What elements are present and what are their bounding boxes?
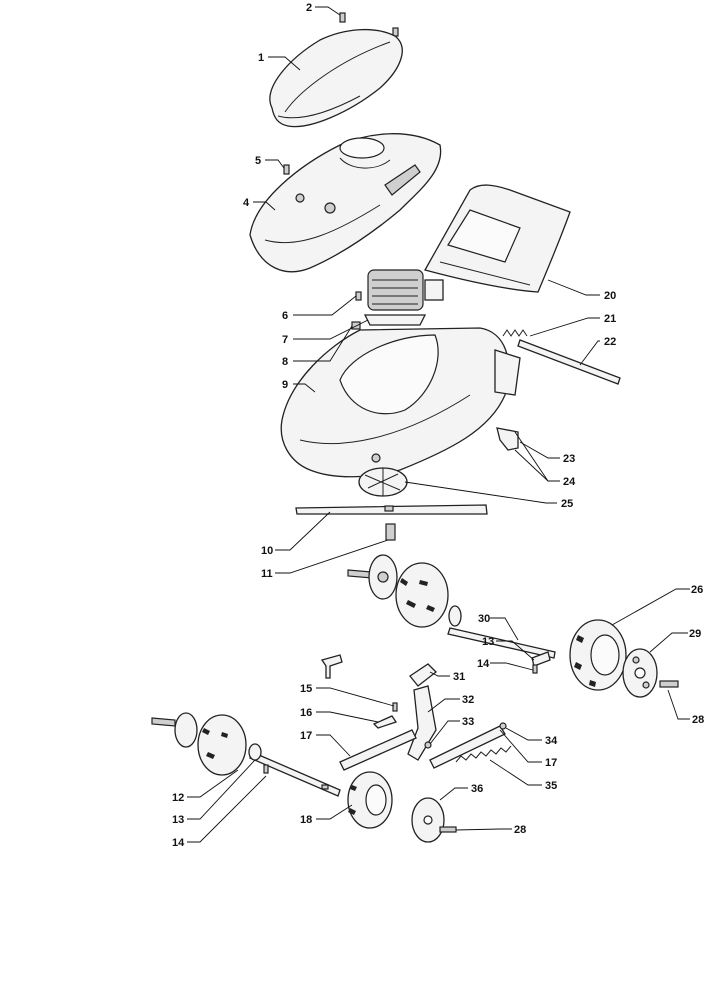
label-34: 34 [545,735,558,747]
label-14-upper: 14 [477,658,490,670]
label-8: 8 [282,356,288,368]
part-12-wheel [197,714,247,776]
part-17-link-right [429,725,506,769]
label-9: 9 [282,379,288,391]
lower-axle [248,743,341,797]
front-wheel-axle-left [347,554,398,600]
label-26: 26 [691,584,703,596]
part-23-24-brackets [496,427,519,451]
part-31-lever-knob [409,663,437,687]
part-4-upper-cover [249,133,442,273]
leader-lines [187,6,690,843]
lower-axle-pin [151,717,176,727]
part-10-blade [295,504,488,515]
part-16-bracket [372,715,398,729]
part-32-lever-arm [407,685,437,761]
part-20-grass-bag-cover [424,184,571,293]
part-5-screw [283,164,290,175]
label-17-left: 17 [300,730,312,742]
label-13-lower: 13 [172,814,184,826]
label-1: 1 [258,52,264,64]
label-36: 36 [471,783,483,795]
label-23: 23 [563,453,575,465]
label-17-right: 17 [545,757,557,769]
label-6: 6 [282,310,288,322]
label-29: 29 [689,628,701,640]
part-6-motor [363,269,444,326]
label-14-lower: 14 [172,837,185,849]
part-26-rear-wheel [569,619,627,691]
lower-left-hub [174,712,198,748]
label-15: 15 [300,683,312,695]
label-25: 25 [561,498,573,510]
clip-part [320,654,343,679]
label-16: 16 [300,707,312,719]
part-9-deck [280,327,521,478]
label-30: 30 [478,613,490,625]
label-11: 11 [261,568,273,580]
part-25-fan [358,467,408,497]
label-2: 2 [306,2,312,14]
label-31: 31 [453,671,465,683]
part-15-screw [392,702,398,712]
part-34-pin [499,722,507,730]
label-32: 32 [462,694,474,706]
label-20: 20 [604,290,616,302]
part-33-pin [424,741,432,749]
label-18: 18 [300,814,312,826]
part-35-spring [455,745,512,763]
part-11-bolt [385,523,396,541]
part-7-screw [355,291,362,301]
part-29-hubcap [622,648,658,698]
part-28-bolt-lower [439,826,457,833]
part-13-14-upper [531,651,551,674]
label-4: 4 [243,197,250,209]
part-36-hubcap [411,797,445,843]
label-7: 7 [282,334,288,346]
part-18-wheel [347,771,393,829]
label-5: 5 [255,155,261,167]
label-12: 12 [172,792,184,804]
part-30-axle [447,605,556,659]
part-labels: 2 1 5 4 20 6 21 7 22 8 9 23 24 25 10 11 … [172,2,704,849]
label-35: 35 [545,780,557,792]
front-wheel-left [395,562,449,628]
part-22-rod [517,339,621,385]
part-21-spring [502,329,528,337]
label-33: 33 [462,716,474,728]
label-24: 24 [563,476,576,488]
part-1-top-cover [269,28,403,128]
label-21: 21 [604,313,616,325]
label-28-upper: 28 [692,714,704,726]
part-28-bolt-upper [659,680,679,688]
label-22: 22 [604,336,616,348]
label-10: 10 [261,545,273,557]
label-13-upper: 13 [482,636,494,648]
label-28-lower: 28 [514,824,526,836]
part-17-link-left [339,729,417,771]
